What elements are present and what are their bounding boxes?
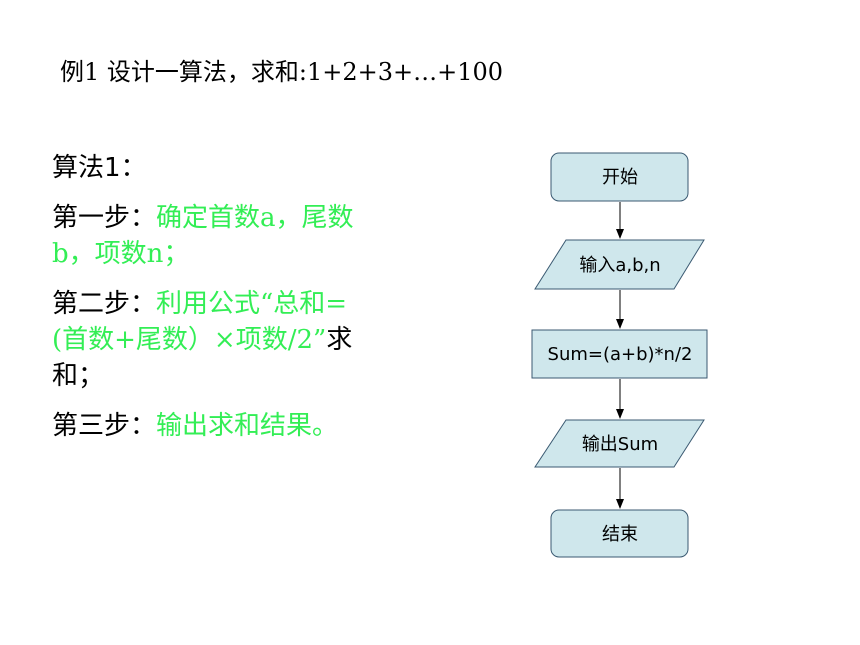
step-2-tail: 求和；	[52, 325, 353, 391]
step-1-text: 确定首数a，尾数b，项数n；	[52, 203, 354, 269]
step-2: 第二步：利用公式“总和=(首数+尾数）×项数/2”求和；	[52, 286, 372, 394]
flow-node-process: Sum=(a+b)*n/2	[531, 329, 708, 379]
step-3-text: 输出求和结果。	[156, 411, 339, 441]
svg-text:输入a,b,n: 输入a,b,n	[579, 255, 660, 276]
svg-text:开始: 开始	[602, 167, 638, 188]
svg-text:输出Sum: 输出Sum	[582, 434, 658, 455]
step-2-text: 利用公式“总和=(首数+尾数）×项数/2”	[52, 289, 348, 355]
flow-node-end: 结束	[550, 509, 689, 558]
svg-text:结束: 结束	[602, 524, 638, 545]
flow-node-start: 开始	[550, 152, 689, 202]
flow-node-output: 输出Sum	[534, 419, 705, 468]
algorithm-heading: 算法1：	[52, 153, 147, 183]
step-1-label: 第一步：	[52, 203, 157, 233]
step-1: 第一步：确定首数a，尾数b，项数n；	[52, 200, 372, 272]
algorithm-description: 算法1： 第一步：确定首数a，尾数b，项数n； 第二步：利用公式“总和=(首数+…	[52, 150, 372, 458]
svg-text:Sum=(a+b)*n/2: Sum=(a+b)*n/2	[548, 344, 693, 365]
step-2-label: 第二步：	[52, 289, 157, 319]
step-3-label: 第三步：	[52, 411, 157, 441]
example-title: 例1 设计一算法，求和:1+2+3+…+100	[60, 58, 504, 86]
flow-node-input: 输入a,b,n	[534, 239, 705, 290]
step-3: 第三步：输出求和结果。	[52, 408, 372, 444]
